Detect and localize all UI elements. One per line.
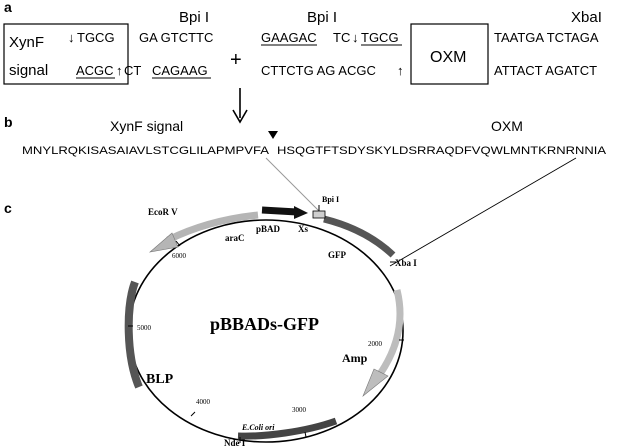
seq2-bottom: CTTCTG AG ACGC xyxy=(261,63,376,78)
blp-label: BLP xyxy=(146,372,174,387)
cut-arrow-up-1: ↑ xyxy=(116,63,123,78)
xynf-box-line1: XynF xyxy=(9,34,44,51)
xs-label: Xs xyxy=(298,224,308,234)
xynf-box-line2: signal xyxy=(9,62,48,79)
seq1-bottom-site: CAGAAG xyxy=(152,63,208,78)
oxm-peptide-sequence: HSQGTFTSDYSKYLDSRRAQDFVQWLMNTKRNRNNIA xyxy=(277,145,607,157)
tick-4000 xyxy=(190,411,196,417)
seq2-top-mid: TC xyxy=(333,30,350,45)
position-2000-label: 2000 xyxy=(368,340,383,348)
seq2-top-site: GAAGAC xyxy=(261,30,317,45)
bpi-site-label: Bpi I xyxy=(322,195,339,204)
amp-label: Amp xyxy=(342,351,368,365)
ecorv-label: EcoR V xyxy=(148,207,178,217)
amp-segment xyxy=(377,289,404,376)
seq1-top-rest: GA GTCTTC xyxy=(139,30,213,45)
cut-arrow-down-2: ↓ xyxy=(352,30,359,45)
bpi-enzyme-label-2: Bpi I xyxy=(307,9,337,26)
seq1-bottom-mid: CT xyxy=(124,63,141,78)
pbad-arrow-head xyxy=(294,206,308,219)
position-5000-label: 5000 xyxy=(137,324,152,332)
process-arrow-head xyxy=(232,109,248,124)
oxm-box-label: OXM xyxy=(430,49,466,66)
xynf-signal-box xyxy=(3,23,129,85)
bpi-enzyme-label-1: Bpi I xyxy=(179,9,209,26)
panel-b-label: b xyxy=(4,114,13,130)
tick-6000 xyxy=(175,240,181,247)
xynf-signal-title: XynF signal xyxy=(110,118,183,134)
gfp-label: GFP xyxy=(328,250,346,260)
panel-a-label: a xyxy=(4,0,12,15)
position-4000-label: 4000 xyxy=(196,398,211,406)
tick-3000 xyxy=(304,431,307,438)
panel-c-label: c xyxy=(4,200,12,216)
seq3-top: TAATGA TCTAGA xyxy=(494,30,599,45)
arac-arrow-head xyxy=(148,232,179,253)
oxm-box xyxy=(410,23,489,85)
seq3-bottom: ATTACT AGATCT xyxy=(494,63,597,78)
seq1-bottom-overhang: ACGC xyxy=(76,63,114,78)
oxm-title: OXM xyxy=(491,118,523,134)
cut-arrow-up-2: ↑ xyxy=(397,63,404,78)
xs-segment xyxy=(312,210,326,219)
connector-line-right xyxy=(389,157,577,267)
ndei-site-label: Nde I xyxy=(224,438,246,447)
connector-line-left xyxy=(265,157,320,212)
arac-label: araC xyxy=(225,233,245,243)
seq1-top-overhang: TGCG xyxy=(77,30,115,45)
plasmid-name: pBBADs-GFP xyxy=(210,314,319,334)
pbad-label: pBAD xyxy=(256,224,281,234)
position-3000-label: 3000 xyxy=(292,406,307,414)
plus-sign: + xyxy=(230,49,242,71)
cleavage-site-triangle xyxy=(268,131,278,139)
gfp-segment xyxy=(323,215,396,258)
seq2-top-end: TGCG xyxy=(361,30,399,45)
amp-arrow-head xyxy=(362,368,389,397)
ecoli-ori-segment xyxy=(237,417,338,440)
xbai-enzyme-label: XbaI xyxy=(571,9,602,26)
position-6000-label: 6000 xyxy=(172,252,187,260)
cut-arrow-down-1: ↓ xyxy=(68,30,75,45)
signal-peptide-sequence: MNYLRQKISASAIAVLSTCGLILAPMPVFA xyxy=(22,145,270,157)
ecoli-ori-label: E.Coli ori xyxy=(241,423,275,432)
xba-site-label: Xba I xyxy=(395,258,417,268)
blp-segment xyxy=(124,280,143,389)
pbad-promoter-arrow xyxy=(261,206,298,216)
arac-segment xyxy=(166,211,259,244)
